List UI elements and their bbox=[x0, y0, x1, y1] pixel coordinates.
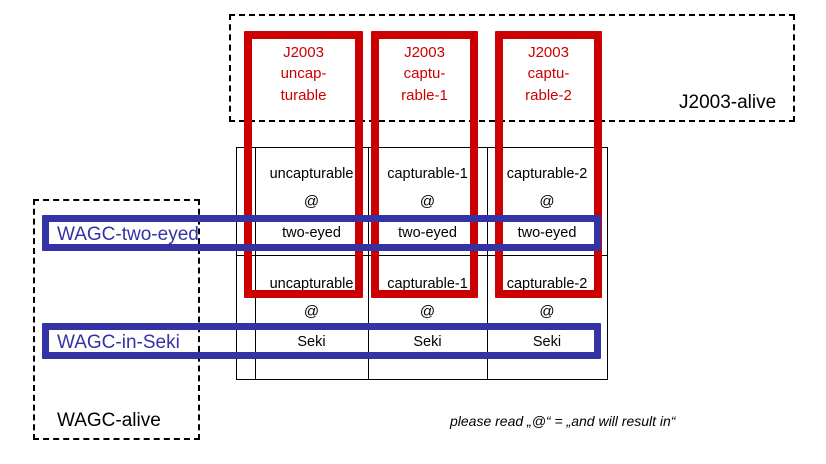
table-cell-b0-r1-c1: @ bbox=[419, 193, 436, 210]
table-cell-b0-r0-c1: capturable-1 bbox=[387, 166, 468, 182]
group-label-j2003-alive: J2003-alive bbox=[679, 92, 777, 113]
table-col-divider-2 bbox=[487, 148, 488, 379]
blue-label-wagc-two-eyed: WAGC-two-eyed bbox=[57, 224, 199, 245]
red-label-line-2: captu- bbox=[527, 65, 570, 83]
blue-label-wagc-in-seki: WAGC-in-Seki bbox=[57, 332, 180, 353]
red-box-j2003-capturable-2[interactable] bbox=[495, 31, 602, 298]
group-label-wagc-alive: WAGC-alive bbox=[57, 410, 161, 431]
table-cell-b1-r2-c0: Seki bbox=[297, 334, 326, 350]
red-label-j2003-capturable-2: J2003 captu- rable-2 bbox=[495, 42, 602, 106]
red-label-line-1: J2003 bbox=[283, 44, 324, 61]
table-cell-b1-r1-c1: @ bbox=[419, 303, 436, 320]
table-block-divider bbox=[237, 255, 607, 256]
red-label-j2003-uncapturable: J2003 uncap- turable bbox=[244, 42, 363, 106]
table-cell-b0-r0-c0: uncapturable bbox=[269, 166, 354, 182]
table-cell-b0-r2-c0: two-eyed bbox=[282, 225, 341, 241]
table-cell-b0-r2-c1: two-eyed bbox=[398, 225, 457, 241]
group-box-j2003-alive bbox=[229, 14, 795, 122]
table-cell-b0-r0-c2: capturable-2 bbox=[506, 166, 588, 182]
table-cell-b1-r2-c1: Seki bbox=[413, 334, 442, 350]
red-box-j2003-capturable-1[interactable] bbox=[371, 31, 478, 298]
red-label-line-1: J2003 bbox=[404, 44, 445, 61]
red-label-line-2: captu- bbox=[403, 65, 446, 83]
red-label-line-1: J2003 bbox=[528, 44, 569, 61]
table-cell-b0-r2-c2: two-eyed bbox=[517, 225, 577, 241]
red-label-line-3: rable-2 bbox=[525, 86, 572, 104]
table-cell-b0-r1-c0: @ bbox=[303, 193, 320, 210]
red-label-j2003-capturable-1: J2003 captu- rable-1 bbox=[371, 42, 478, 106]
results-table bbox=[236, 147, 608, 380]
red-box-j2003-uncapturable[interactable] bbox=[244, 31, 363, 298]
table-cell-b0-r1-c2: @ bbox=[539, 193, 555, 210]
red-label-line-3: rable-1 bbox=[401, 86, 448, 104]
table-cell-b1-r0-c0: uncapturable bbox=[269, 276, 354, 292]
red-label-line-3: turable bbox=[280, 86, 327, 104]
table-cell-b1-r0-c1: capturable-1 bbox=[387, 276, 468, 292]
red-label-line-2: uncap- bbox=[280, 65, 327, 83]
blue-box-wagc-in-seki[interactable] bbox=[42, 323, 601, 359]
table-cell-b1-r1-c2: @ bbox=[539, 303, 555, 320]
group-box-wagc-alive bbox=[33, 199, 200, 440]
blue-box-wagc-two-eyed[interactable] bbox=[42, 215, 601, 251]
table-col-divider-gutter bbox=[255, 148, 256, 379]
table-col-divider-1 bbox=[368, 148, 369, 379]
table-cell-b1-r0-c2: capturable-2 bbox=[506, 276, 588, 292]
footnote-legend: please read „@“ = „and will result in“ bbox=[450, 413, 676, 429]
table-cell-b1-r2-c2: Seki bbox=[532, 334, 562, 350]
table-cell-b1-r1-c0: @ bbox=[303, 303, 320, 320]
